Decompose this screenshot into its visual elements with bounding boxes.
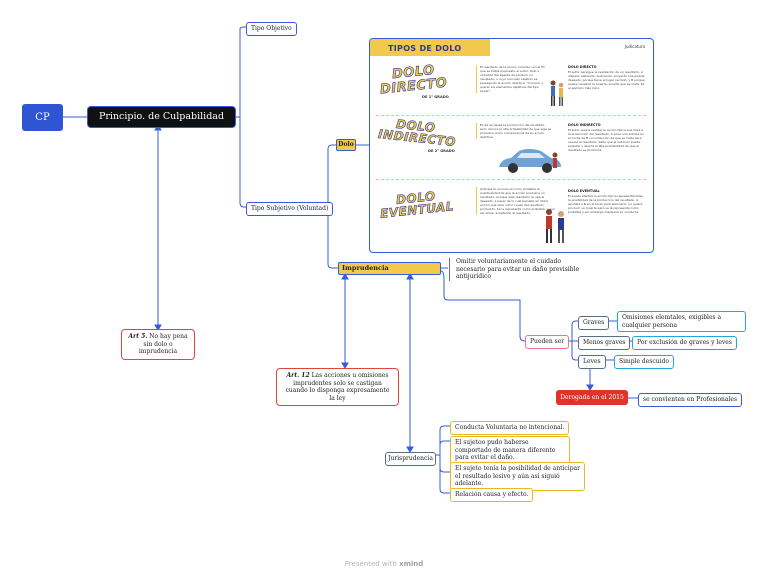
dolo-indirecto-word2: INDIRECTO	[377, 126, 457, 150]
main-topic[interactable]: Principio. de Culpabilidad	[87, 106, 236, 128]
tipo-subjetivo-label: Tipo Subjetivo (Voluntad)	[251, 205, 329, 212]
jurisprudencia-item[interactable]: Conducta Voluntaria no intencional.	[450, 421, 570, 435]
infographic-brand-logo: Judicatura	[624, 44, 645, 49]
jurisprudencia-item-text: El sujetoo pudo haberse comportado de ma…	[455, 439, 556, 461]
tipo-objetivo-node[interactable]: Tipo Objetivo	[246, 22, 297, 36]
menos-graves-node[interactable]: Menos graves	[578, 336, 631, 350]
dolo-indirecto-definition-title: DOLO INDIRECTO	[568, 123, 601, 127]
dolo-node[interactable]: Dolo	[336, 139, 356, 151]
root-node[interactable]: CP	[22, 104, 63, 131]
graves-label: Graves	[583, 319, 605, 326]
derogada-description[interactable]: se convienten en Profesionales	[638, 393, 743, 407]
art5-text: No hay pena sin dolo o imprudencia	[138, 333, 188, 355]
jurisprudencia-item[interactable]: El sujetoo pudo haberse comportado de ma…	[450, 436, 570, 465]
derogada-node[interactable]: Derogada en el 2015	[556, 390, 628, 405]
dolo-indirecto-definition-text: El autor quiere realizar la acción típic…	[568, 128, 644, 152]
presented-with-footer: Presented with xmind	[0, 560, 768, 568]
jurisprudencia-item[interactable]: El sujeto tenía la posibilidad de antici…	[450, 462, 585, 491]
xmind-logo: xmind	[399, 560, 424, 568]
jurisprudencia-node[interactable]: Jurisprudencia	[385, 452, 436, 466]
imprudencia-definition-text: Omitir voluntariamente el cuidado necesa…	[456, 258, 579, 280]
dolo-directo-definition-title: DOLO DIRECTO	[568, 65, 597, 69]
dolo-eventual-text: Anticipa la ocurrencia como probable la …	[476, 187, 556, 215]
leves-label: Leves	[583, 358, 601, 365]
infographic-title: TIPOS DE DOLO	[388, 44, 462, 53]
row-divider	[376, 115, 646, 116]
dolo-directo-grade: DE 1° GRADO	[422, 95, 449, 99]
dolo-eventual-word2: EVENTUAL	[379, 199, 455, 221]
imprudencia-node[interactable]: Imprudencia	[338, 262, 441, 275]
jurisprudencia-item[interactable]: Relación causa y efecto.	[450, 488, 534, 502]
menos-graves-description-text: Por exclusión de graves y leves	[637, 339, 732, 346]
art12-ref: Art. 12	[286, 372, 310, 379]
tipo-subjetivo-node[interactable]: Tipo Subjetivo (Voluntad)	[246, 202, 334, 216]
dolo-directo-definition: DOLO DIRECTO El autor persigue la realiz…	[568, 65, 646, 90]
derogada-description-text: se convienten en Profesionales	[643, 396, 738, 403]
graves-node[interactable]: Graves	[578, 316, 610, 330]
pueden-ser-node[interactable]: Pueden ser	[525, 335, 570, 349]
menos-graves-label: Menos graves	[583, 339, 626, 346]
graves-description[interactable]: Omisiones elemtales, exigibles a cualqui…	[617, 311, 746, 332]
art5-note[interactable]: Art 5. No hay pena sin dolo o imprudenci…	[121, 329, 195, 360]
leves-node[interactable]: Leves	[578, 355, 606, 369]
art5-ref: Art 5.	[128, 333, 148, 340]
imprudencia-definition: Omitir voluntariamente el cuidado necesa…	[449, 258, 584, 281]
art12-text: Las acciones u omisiones imprudentes sol…	[285, 372, 390, 402]
jurisprudencia-label: Jurisprudencia	[388, 455, 433, 463]
leves-description-text: Simple descuido	[619, 358, 670, 365]
person-figures-illustration	[548, 79, 566, 109]
root-label: CP	[35, 111, 50, 123]
jurisprudencia-item-text: Conducta Voluntaria no intencional.	[455, 424, 565, 431]
dolo-eventual-definition: DOLO EVENTUAL El sujeto efectúa la acció…	[568, 189, 646, 214]
menos-graves-description[interactable]: Por exclusión de graves y leves	[632, 336, 737, 350]
dolo-indirecto-definition: DOLO INDIRECTO El autor quiere realizar …	[568, 123, 646, 152]
row-divider	[376, 179, 646, 180]
dolo-eventual-definition-title: DOLO EVENTUAL	[568, 189, 600, 193]
imprudencia-label: Imprudencia	[342, 263, 389, 272]
dolo-label: Dolo	[338, 141, 354, 149]
leves-description[interactable]: Simple descuido	[614, 355, 675, 369]
fighters-illustration	[542, 207, 568, 247]
main-topic-label: Principio. de Culpabilidad	[98, 111, 225, 123]
infographic-header-band	[370, 39, 490, 56]
pueden-ser-label: Pueden ser	[530, 338, 565, 345]
tipo-objetivo-label: Tipo Objetivo	[251, 25, 292, 32]
dolo-directo-text: El resultado de la acción coincide con e…	[476, 65, 548, 93]
jurisprudencia-item-text: El sujeto tenía la posibilidad de antici…	[455, 465, 580, 487]
tipos-de-dolo-infographic[interactable]: TIPOS DE DOLO Judicatura DOLO DIRECTO DE…	[369, 38, 654, 253]
dolo-indirecto-text: Es Sé se desea la producción del resulta…	[476, 123, 552, 139]
dolo-eventual-definition-text: El sujeto efectúa la acción típica repre…	[568, 194, 643, 214]
derogada-label: Derogada en el 2015	[560, 393, 624, 401]
jurisprudencia-item-text: Relación causa y efecto.	[455, 491, 529, 498]
footer-prefix: Presented with	[344, 560, 400, 568]
graves-description-text: Omisiones elemtales, exigibles a cualqui…	[622, 314, 722, 329]
car-illustration	[495, 145, 565, 177]
art12-note[interactable]: Art. 12 Las acciones u omisiones imprude…	[276, 368, 399, 406]
dolo-indirecto-grade: DE 2° GRADO	[428, 149, 455, 153]
dolo-directo-definition-text: El autor persigue la realización de un r…	[568, 70, 645, 90]
